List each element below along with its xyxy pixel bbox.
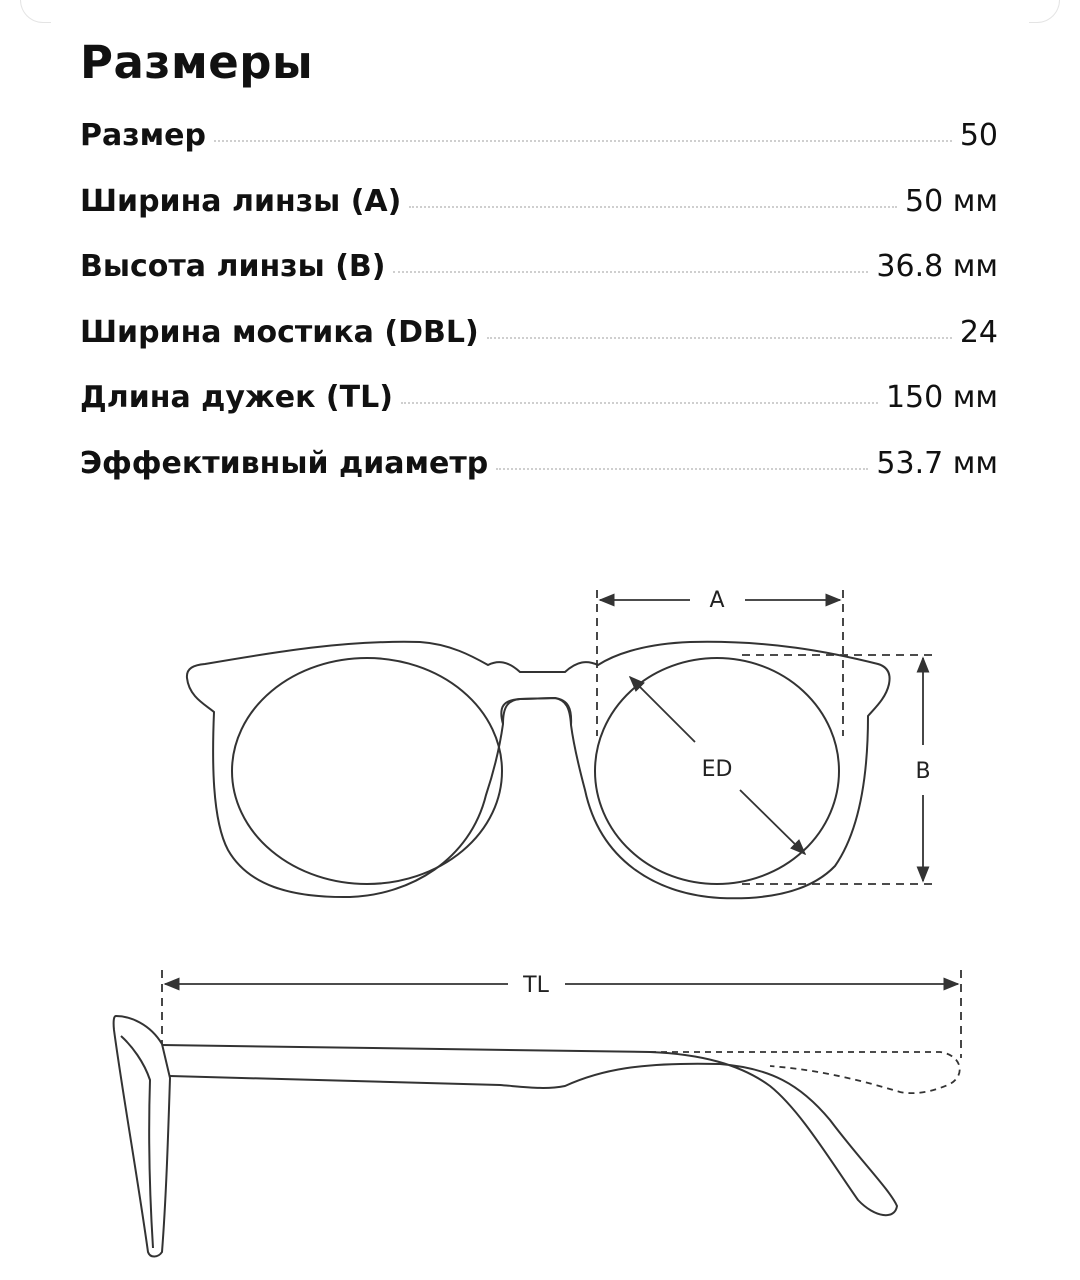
front-bridge-inner [500,696,573,726]
card-top-edge-left [20,0,51,23]
spec-value: 53.7 мм [876,445,998,481]
temple-arm [161,1044,899,1216]
dotted-leader [409,205,898,208]
spec-row-lens-height: Высота линзы (B) 36.8 мм [80,249,998,315]
spec-label: Ширина мостика (DBL) [80,314,479,350]
page-title: Размеры [80,36,314,89]
spec-value: 50 [959,118,998,153]
dimension-b [742,654,933,885]
dotted-leader [496,467,869,470]
dimension-ed [628,675,807,856]
dimension-tl [161,970,962,1058]
spec-label: Размер [80,118,207,153]
spec-row-bridge-width: Ширина мостика (DBL) 24 [80,315,998,381]
dotted-leader [393,271,869,273]
spec-row-temple-length: Длина дужек (TL) 150 мм [80,380,998,446]
dotted-leader [400,402,878,404]
spec-row-lens-width: Ширина линзы (A) 50 мм [80,184,998,250]
right-lens [594,657,840,885]
label-b: B [915,759,930,784]
side-frame-inner-edge [120,1035,154,1249]
spec-value: 24 [959,314,998,350]
label-tl: TL [522,973,549,998]
side-front-frame [112,1014,172,1258]
spec-label: Ширина линзы (A) [80,183,402,219]
spec-label: Длина дужек (TL) [80,380,393,415]
dotted-leader [486,336,952,339]
spec-value: 50 мм [905,183,998,219]
left-lens [231,657,503,885]
spec-row-size: Размер 50 [80,118,998,184]
card-top-edge-right [1029,0,1060,23]
card-top-edge [0,0,1080,23]
spec-value: 36.8 мм [876,249,998,284]
temple-tip-dashed [650,1051,961,1095]
dimension-a [596,590,844,736]
spec-list: Размер 50 Ширина линзы (A) 50 мм Высота … [80,118,998,511]
glasses-front-view [185,640,891,900]
spec-value: 150 мм [885,380,998,415]
front-frame-outline [185,640,891,900]
glasses-side-view [112,1014,899,1258]
glasses-dimension-diagram: A B ED TL [112,588,962,1258]
label-a: A [709,588,724,613]
spec-label: Эффективный диаметр [80,445,489,481]
spec-row-effective-diameter: Эффективный диаметр 53.7 мм [80,446,998,512]
dotted-leader [214,140,952,142]
spec-label: Высота линзы (B) [80,249,386,284]
label-ed: ED [702,757,733,782]
